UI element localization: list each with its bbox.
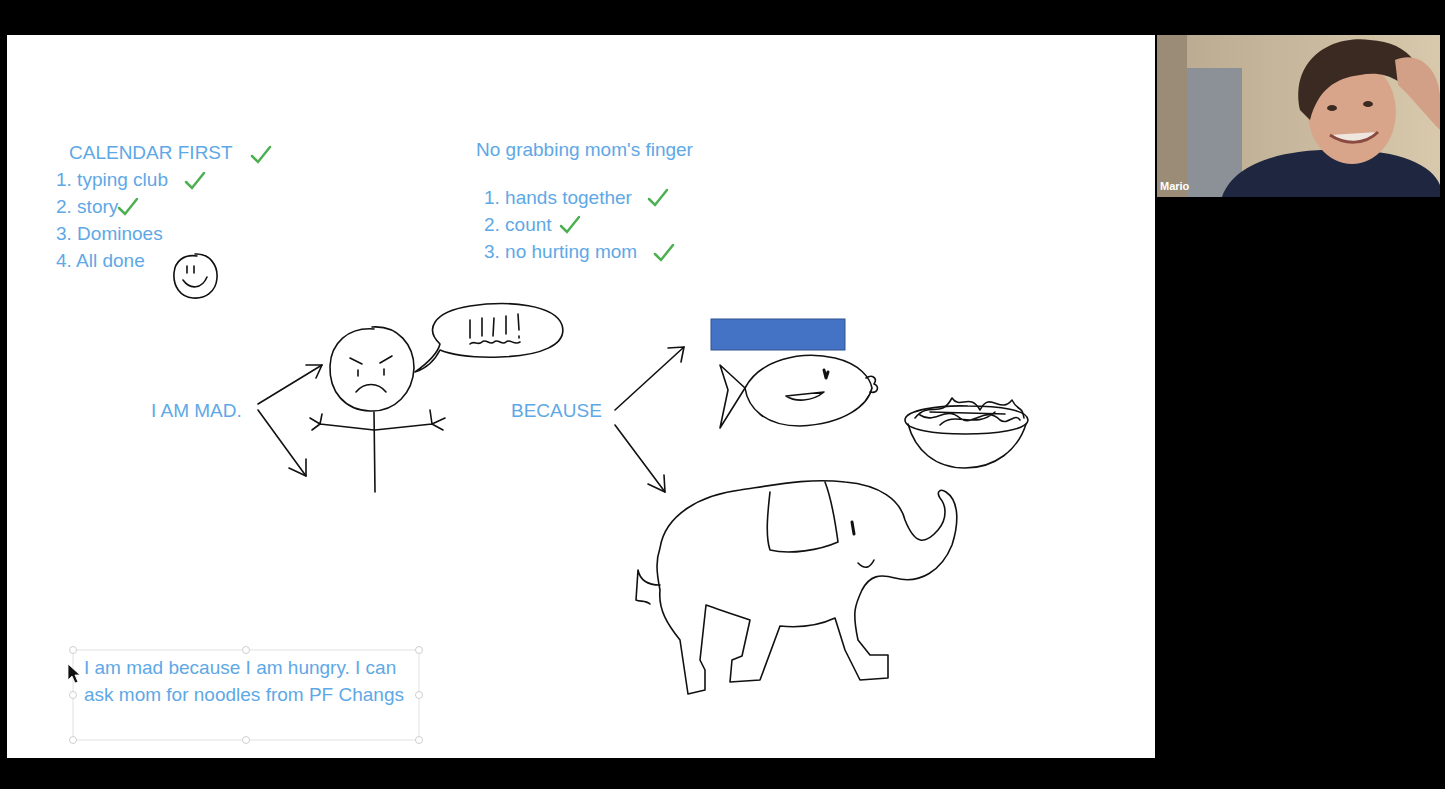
- mouse-cursor: [68, 664, 80, 683]
- checkmark: [186, 173, 204, 188]
- webcam-wall: [1157, 35, 1440, 197]
- rule-heading: No grabbing mom's finger: [476, 137, 693, 164]
- participant-name: Mario: [1160, 180, 1189, 193]
- webcam-eye: [1363, 101, 1373, 107]
- angry-eyes: [358, 369, 384, 376]
- noodles: [915, 398, 1024, 425]
- selection-handle: [416, 737, 423, 744]
- selection-handle: [243, 647, 250, 654]
- bowl: [908, 424, 1026, 468]
- list-heading: CALENDAR FIRST: [69, 140, 233, 167]
- list-item: 4. All done: [56, 248, 145, 275]
- checkmark: [561, 217, 579, 232]
- elephant-tail: [636, 570, 660, 604]
- reason-label: BECAUSE: [511, 398, 602, 425]
- elephant-ear: [767, 482, 838, 552]
- text-box-frame: [73, 650, 419, 740]
- scribble: [470, 314, 519, 338]
- arrow-head: [668, 347, 684, 362]
- list-item: 3. Dominoes: [56, 221, 163, 248]
- frown: [356, 385, 386, 393]
- arrow: [615, 425, 665, 492]
- list-item: 1. typing club: [56, 167, 168, 194]
- fish-tail: [720, 365, 745, 428]
- selection-handles: [70, 647, 423, 744]
- checkmark: [649, 190, 667, 205]
- stick-figure-body: [374, 412, 375, 492]
- angry-eyebrows: [350, 356, 392, 364]
- webcam-eye: [1327, 105, 1337, 111]
- arrow: [615, 347, 684, 410]
- smiley-eyes: [187, 266, 194, 273]
- selection-handle: [70, 692, 77, 699]
- speech-bubble: [415, 304, 563, 372]
- checkmark: [655, 245, 673, 260]
- elephant-mouth: [858, 560, 874, 567]
- webcam-mouth: [1330, 132, 1378, 142]
- fish-lips: [866, 376, 877, 392]
- list-item: 1. hands together: [484, 185, 632, 212]
- list-item: 2. count: [484, 212, 552, 239]
- selection-handle: [416, 647, 423, 654]
- checkmark: [119, 199, 137, 214]
- note-text: I am mad because I am hungry. I can ask …: [84, 655, 416, 708]
- checkmark: [252, 147, 270, 162]
- stick-figure-arm: [310, 414, 374, 430]
- selection-handle: [243, 737, 250, 744]
- stick-figure-arm: [375, 410, 445, 430]
- elephant-eye: [852, 522, 854, 534]
- smiley-mouth: [183, 277, 207, 287]
- webcam-door: [1182, 68, 1242, 197]
- smiley-face: [174, 254, 217, 298]
- selection-handle: [70, 647, 77, 654]
- list-item: 3. no hurting mom: [484, 239, 637, 266]
- drawings: [174, 254, 1028, 694]
- webcam-wall-shadow: [1157, 35, 1187, 197]
- fish-mouth: [786, 392, 824, 400]
- list-item: 2. story: [56, 194, 118, 221]
- scribble: [470, 341, 520, 344]
- arrow-head: [306, 365, 322, 378]
- selection-handle: [416, 692, 423, 699]
- fish-eye: [824, 370, 828, 378]
- webcam-hand: [1395, 57, 1440, 130]
- arrow: [258, 365, 322, 404]
- elephant-body: [657, 481, 957, 694]
- stick-figure-head: [330, 327, 414, 411]
- selection-handle: [70, 737, 77, 744]
- whiteboard-canvas: [7, 35, 1155, 758]
- fish-body: [745, 355, 872, 426]
- emotion-label: I AM MAD.: [151, 398, 242, 425]
- arrow: [258, 410, 306, 476]
- arrow-head: [648, 475, 665, 492]
- blue-rectangle: [711, 319, 845, 350]
- arrow-head: [289, 459, 306, 476]
